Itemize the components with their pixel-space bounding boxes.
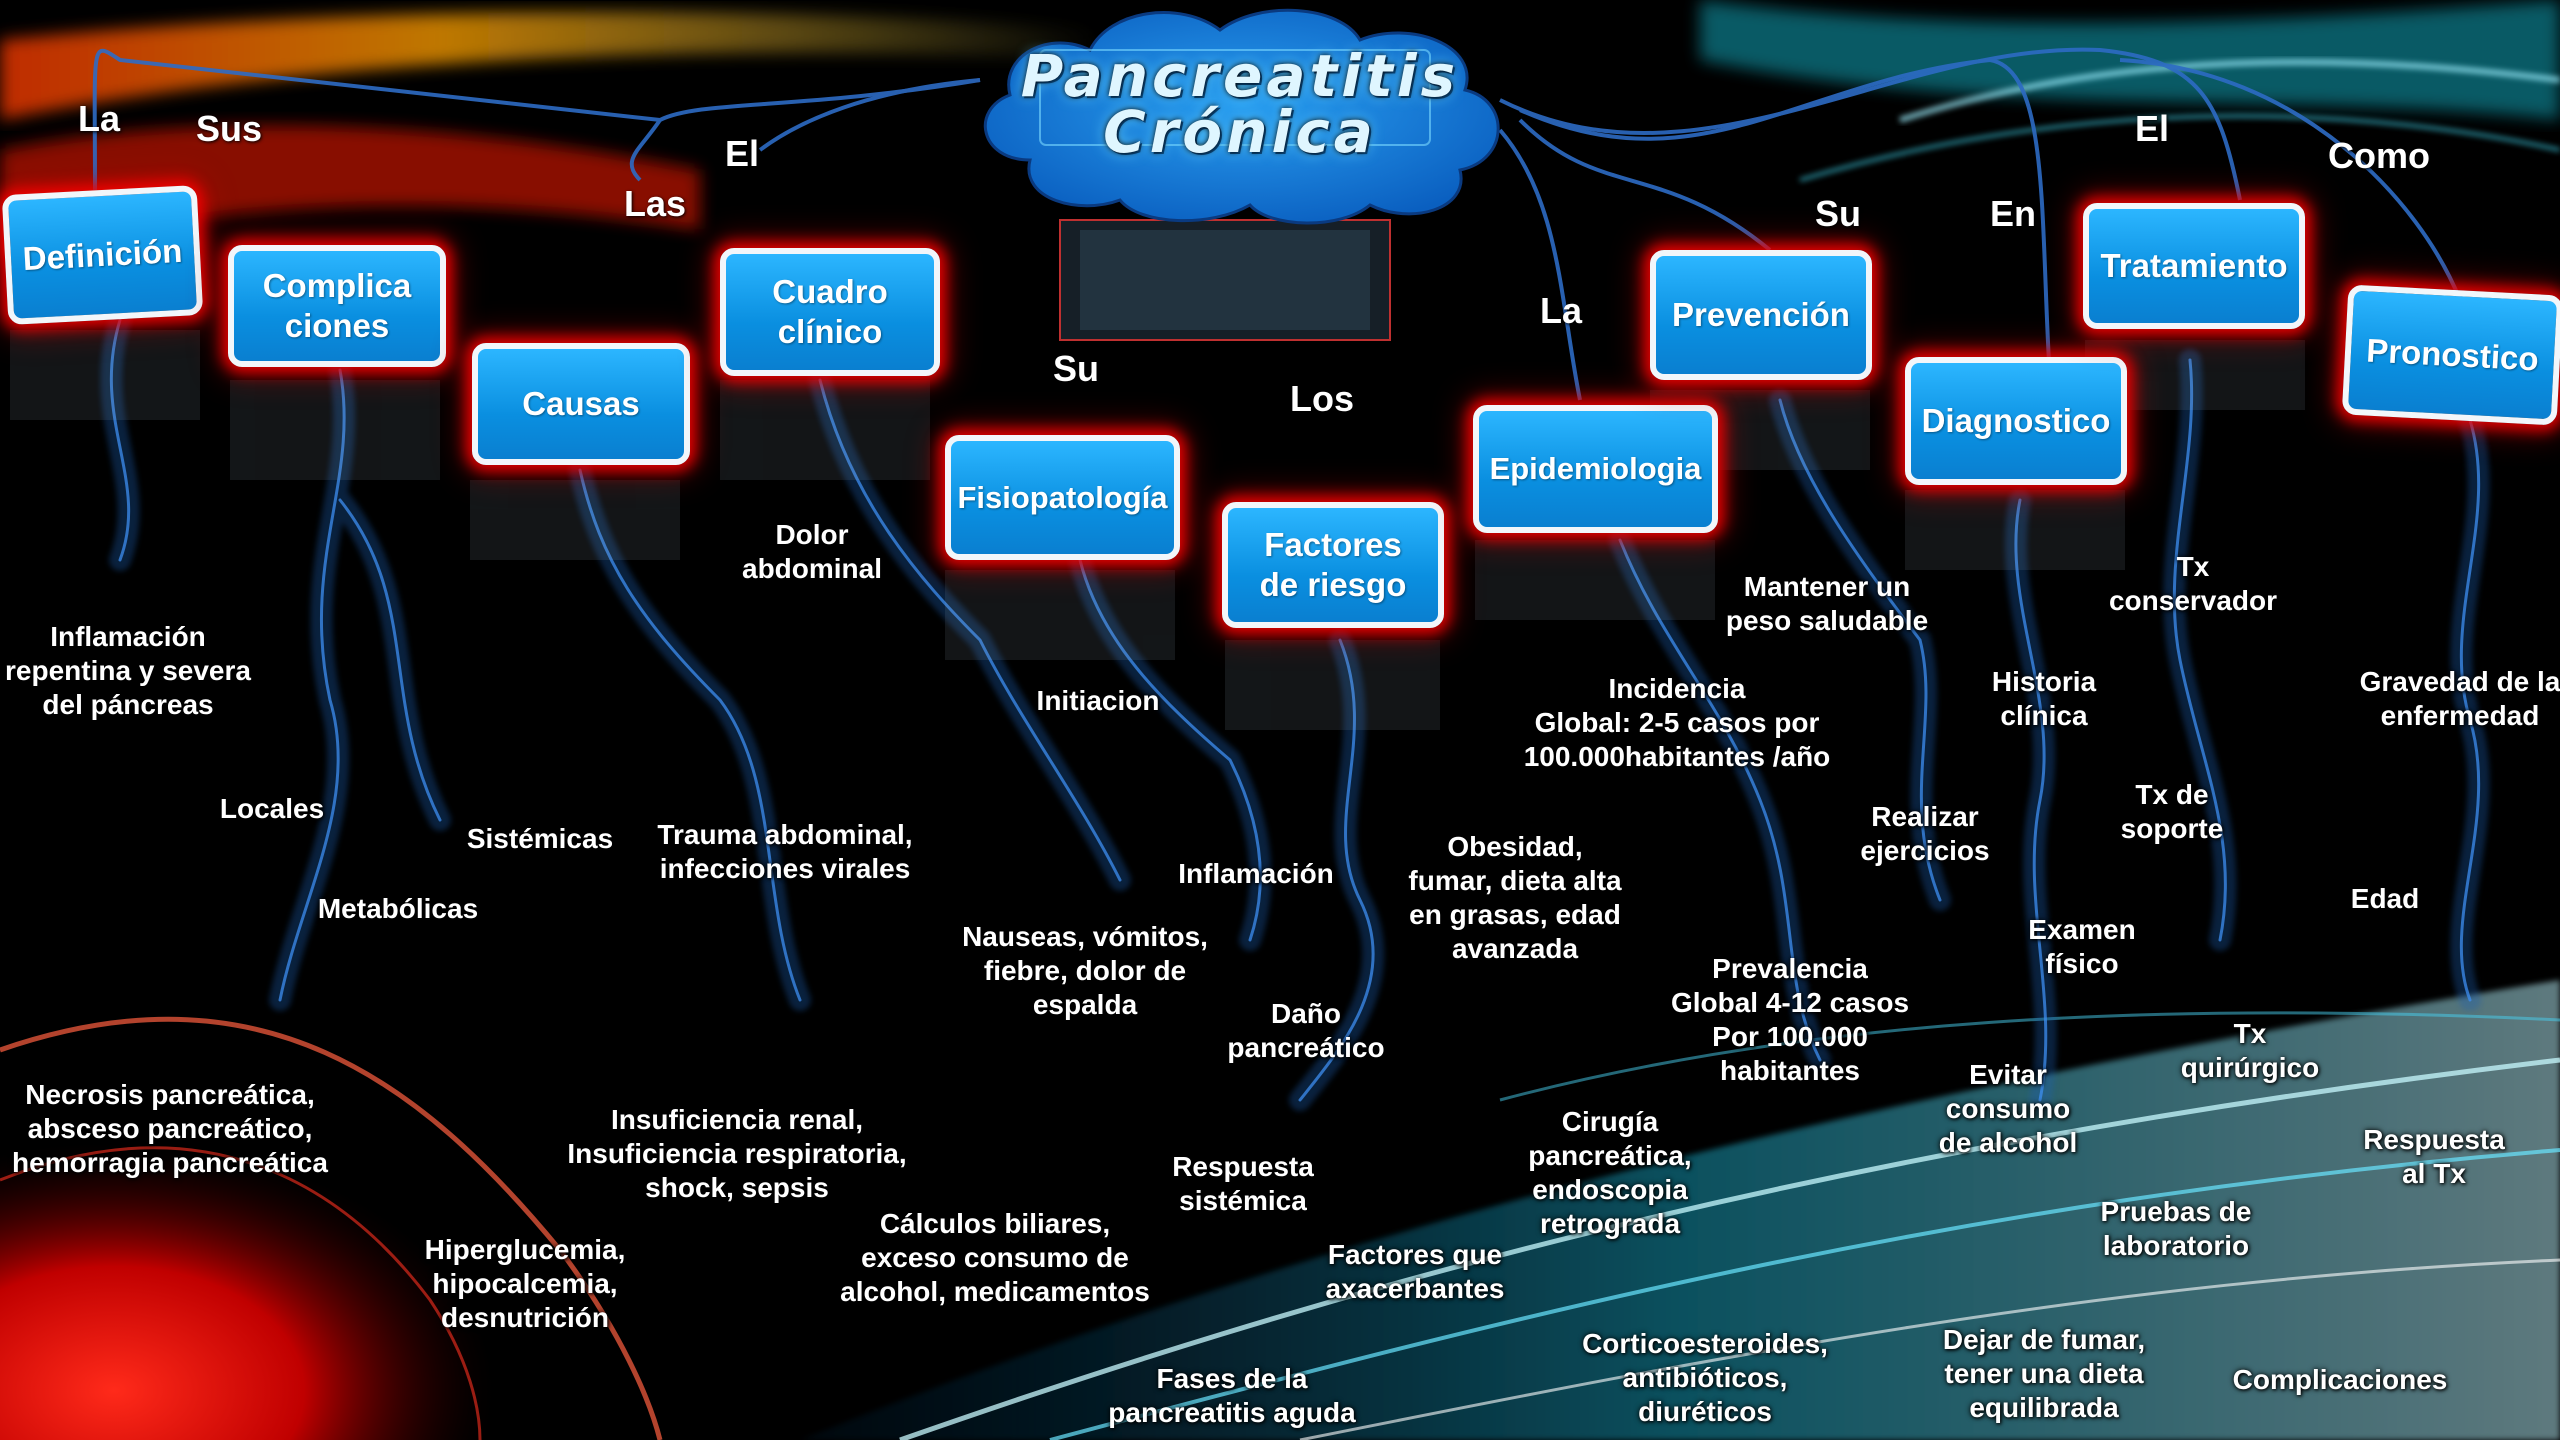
node-causas[interactable]: Causas: [472, 343, 690, 465]
leaf-comp-locales: Locales: [219, 793, 325, 824]
leaf-tx-conservador: Tx conservador: [2108, 551, 2278, 616]
connector-las: Las: [624, 183, 687, 224]
connector-la-definicion: La: [78, 98, 121, 139]
leaf-prev-peso: Mantener un peso saludable: [1725, 571, 1929, 636]
leaf-tx-soporte: Tx de soporte: [2120, 779, 2224, 844]
leaf-fisio-respuesta: Respuesta sistémica: [1172, 1151, 1314, 1216]
leaf-comp-sistemicas-detalle: Insuficiencia renal, Insuficiencia respi…: [567, 1104, 907, 1203]
leaf-fisio-dano: Daño pancreático: [1227, 998, 1385, 1063]
leaf-cuadro-dolor: Dolor abdominal: [741, 519, 883, 584]
connector-su-prevencion: Su: [1815, 193, 1862, 234]
leaf-pron-edad: Edad: [2350, 883, 2420, 914]
leaf-pron-gravedad: Gravedad de la enfermedad: [2359, 666, 2560, 731]
node-fisiopatologia[interactable]: Fisiopatología: [945, 435, 1180, 560]
node-prevencion[interactable]: Prevención: [1650, 250, 1872, 380]
leaf-causas-trauma: Trauma abdominal, infecciones virales: [657, 819, 913, 884]
connector-sus: Sus: [196, 108, 263, 149]
leaf-factores-exacerbantes: Factores que axacerbantes: [1325, 1239, 1505, 1304]
node-factores-riesgo[interactable]: Factores de riesgo: [1222, 502, 1444, 628]
leaf-fisio-iniciacion: Initiacion: [1036, 685, 1160, 716]
connector-la-epidemio: La: [1540, 290, 1583, 331]
node-definicion[interactable]: Definición: [1, 184, 204, 326]
leaf-comp-metabolicas: Metabólicas: [317, 893, 479, 924]
leaf-pron-complicaciones: Complicaciones: [2232, 1364, 2448, 1395]
leaf-prev-alcohol: Evitar consumo de alcohol: [1938, 1059, 2078, 1158]
leaf-causas-calculos: Cálculos biliares, exceso consumo de alc…: [840, 1208, 1150, 1307]
node-cuadro-clinico[interactable]: Cuadro clínico: [720, 248, 940, 376]
connector-su-fisio: Su: [1053, 348, 1100, 389]
leaf-diag-examen: Examen físico: [2028, 914, 2136, 979]
leaf-epi-prevalencia: Prevalencia Global 4-12 casos Por 100.00…: [1670, 953, 1910, 1086]
map-title: Pancreatitis Crónica: [1020, 42, 1460, 166]
leaf-tx-corticoides: Corticoesteroides, antibióticos, diuréti…: [1582, 1328, 1828, 1427]
leaf-comp-sistemicas: Sistémicas: [466, 823, 614, 854]
connector-los: Los: [1290, 378, 1355, 419]
leaf-epi-incidencia: Incidencia Global: 2-5 casos por 100.000…: [1523, 673, 1831, 772]
node-diagnostico[interactable]: Diagnostico: [1905, 357, 2127, 485]
node-pronostico[interactable]: Pronostico: [2341, 284, 2560, 426]
node-tratamiento[interactable]: Tratamiento: [2083, 203, 2305, 329]
leaf-prev-fumar: Dejar de fumar, tener una dieta equilibr…: [1942, 1324, 2146, 1423]
connector-como: Como: [2328, 135, 2430, 176]
node-epidemiologia[interactable]: Epidemiologia: [1473, 405, 1718, 533]
leaf-prev-ejercicios: Realizar ejercicios: [1860, 801, 1990, 866]
leaf-tx-cirugia: Cirugía pancreática, endoscopia retrogra…: [1528, 1106, 1692, 1239]
node-complicaciones[interactable]: Complica ciones: [228, 245, 446, 367]
leaf-fisio-inflamacion: Inflamación: [1178, 858, 1334, 889]
leaf-pron-respuesta: Respuesta al Tx: [2363, 1124, 2505, 1189]
connector-el-tratamiento: El: [2135, 108, 2170, 149]
leaf-fisio-fases: Fases de la pancreatitis aguda: [1108, 1363, 1356, 1428]
leaf-cuadro-nauseas: Nauseas, vómitos, fiebre, dolor de espal…: [962, 921, 1208, 1020]
title-cloud: [983, 8, 1500, 225]
leaf-diag-historia: Historia clínica: [1991, 666, 2097, 731]
leaf-comp-locales-detalle: Necrosis pancreática, absceso pancreátic…: [12, 1079, 328, 1178]
leaf-diag-pruebas: Pruebas de laboratorio: [2100, 1196, 2252, 1261]
connector-el-cuadro: El: [725, 133, 760, 174]
leaf-def-inflamacion: Inflamación repentina y severa del páncr…: [5, 621, 251, 720]
leaf-comp-metabolicas-detalle: Hiperglucemia, hipocalcemia, desnutrició…: [424, 1234, 626, 1333]
leaf-tx-quirurgico: Tx quirúrgico: [2180, 1018, 2320, 1083]
leaf-factores-obesidad: Obesidad, fumar, dieta alta en grasas, e…: [1408, 831, 1622, 964]
connector-en: En: [1990, 193, 2037, 234]
